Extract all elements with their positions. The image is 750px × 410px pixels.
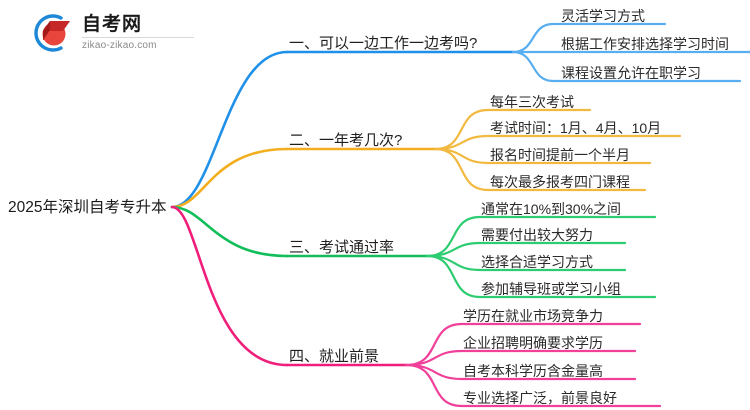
logo-url: zikao-zikao.com <box>82 40 157 51</box>
leaf-label-3-3[interactable]: 选择合适学习方式 <box>481 254 593 270</box>
leaf-label-4-4[interactable]: 专业选择广泛，前景良好 <box>463 390 617 406</box>
root-topic[interactable]: 2025年深圳自考专升本 <box>8 199 167 216</box>
branch-1-lines <box>170 22 750 209</box>
branch-4-lines <box>170 205 662 408</box>
leaf-label-1-2[interactable]: 根据工作安排选择学习时间 <box>561 36 729 52</box>
site-logo[interactable]: 自考网 zikao-zikao.com <box>30 12 194 54</box>
leaf-label-2-1[interactable]: 每年三次考试 <box>490 94 574 110</box>
branch-2-lines <box>170 108 682 209</box>
logo-divider <box>82 37 194 38</box>
leaf-label-4-2[interactable]: 企业招聘明确要求学历 <box>463 335 603 351</box>
leaf-label-1-3[interactable]: 课程设置允许在职学习 <box>561 65 701 81</box>
leaf-label-2-2[interactable]: 考试时间：1月、4月、10月 <box>490 120 662 136</box>
logo-name: 自考网 <box>82 14 143 35</box>
branch-label-1[interactable]: 一、可以一边工作一边考吗? <box>289 35 478 52</box>
leaf-label-4-1[interactable]: 学历在就业市场竞争力 <box>463 308 603 324</box>
graduation-book-icon <box>30 12 74 54</box>
leaf-label-4-3[interactable]: 自考本科学历含金量高 <box>463 363 603 379</box>
branch-label-2[interactable]: 二、一年考几次? <box>289 132 403 149</box>
leaf-label-2-3[interactable]: 报名时间提前一个半月 <box>490 147 630 163</box>
branch-label-3[interactable]: 三、考试通过率 <box>289 239 395 256</box>
leaf-label-3-1[interactable]: 通常在10%到30%之间 <box>481 201 622 217</box>
branch-label-4[interactable]: 四、就业前景 <box>289 348 380 365</box>
leaf-label-3-4[interactable]: 参加辅导班或学习小组 <box>481 281 621 297</box>
leaf-label-3-2[interactable]: 需要付出较大努力 <box>481 227 593 243</box>
leaf-label-1-1[interactable]: 灵活学习方式 <box>561 8 645 24</box>
branch-3-lines <box>170 205 657 299</box>
leaf-label-2-4[interactable]: 每次最多报考四门课程 <box>490 174 630 190</box>
